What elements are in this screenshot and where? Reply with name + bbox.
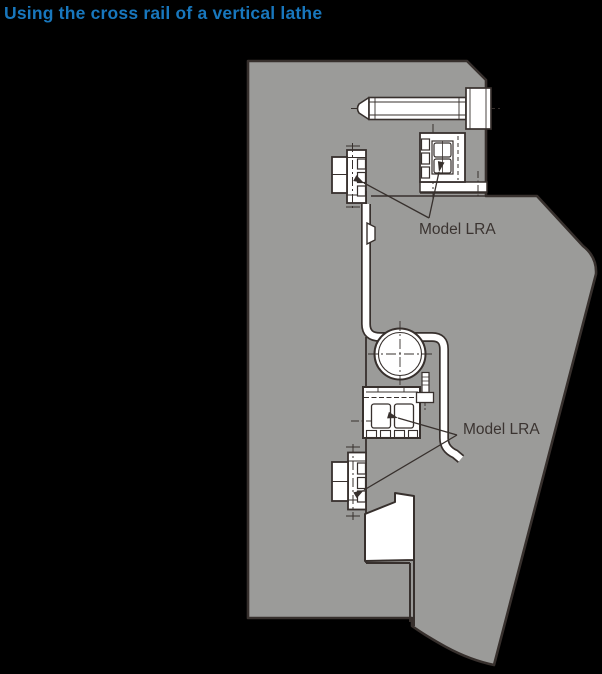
upper-right-guide-unit (419, 132, 466, 183)
lower-middle-guide-unit (351, 371, 435, 439)
label-model-lra-lower: Model LRA (463, 421, 540, 438)
adjust-screw-icon (415, 371, 435, 410)
clamp-bolt-drawing (351, 87, 500, 130)
feed-screw-circle (368, 321, 432, 388)
diagram-title: Using the cross rail of a vertical lathe (4, 3, 323, 23)
carriage-outline (361, 204, 465, 463)
bottom-wedge-block (364, 492, 415, 562)
gib-wedge-icon (366, 221, 376, 246)
leader-lines (353, 161, 458, 499)
label-model-lra-upper: Model LRA (419, 221, 496, 238)
